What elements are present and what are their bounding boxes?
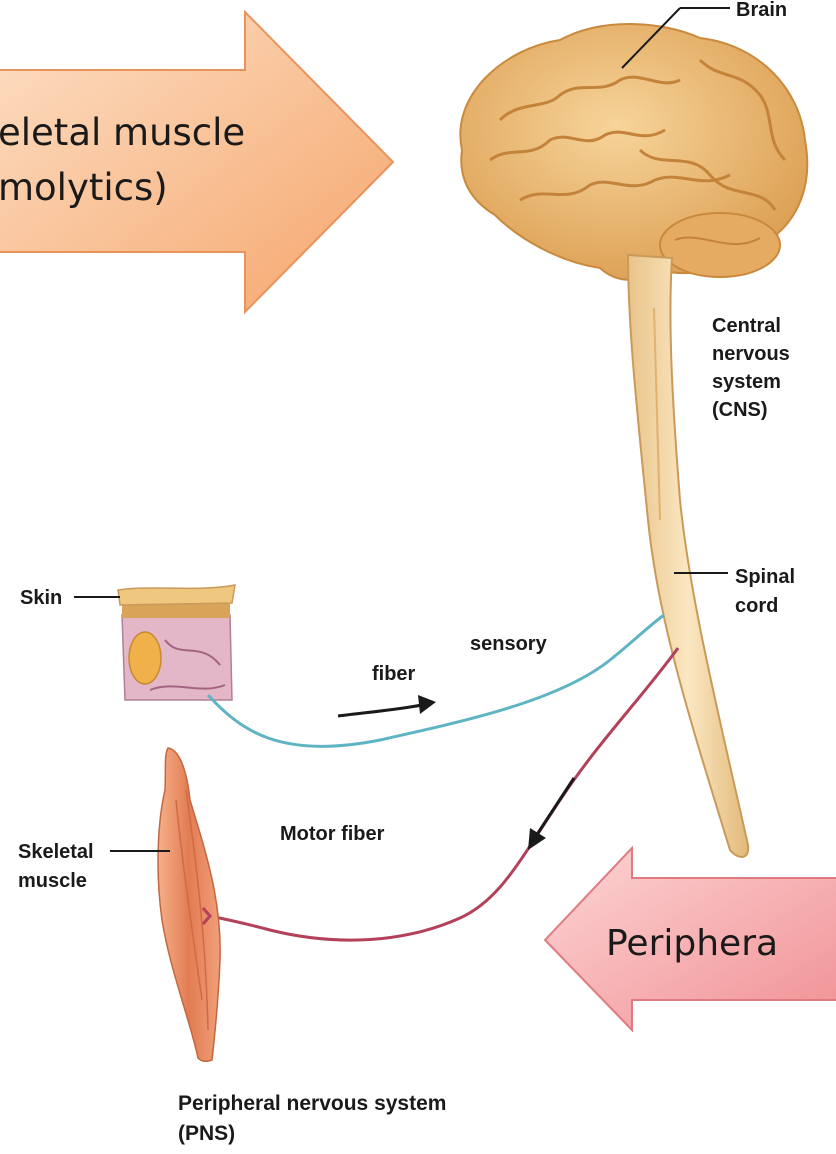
sensory-direction-arrow [338, 695, 436, 716]
cns-label-line2: nervous [712, 343, 790, 365]
cns-label-line4: (CNS) [712, 399, 768, 421]
sensory-label: sensory [470, 633, 548, 655]
motor-direction-arrow [528, 778, 574, 850]
brain-label: Brain [736, 0, 787, 21]
skeletal-muscle-label-line1: Skeletal [18, 841, 94, 863]
pns-label-line1: Peripheral nervous system [178, 1092, 446, 1115]
bottom-arrow-text: Periphera [606, 923, 778, 964]
top-left-arrow: eletal muscle molytics) [0, 12, 393, 312]
skeletal-muscle-label-line2: muscle [18, 870, 87, 892]
skin-illustration [118, 585, 235, 700]
spinal-cord-label-line1: Spinal [735, 566, 795, 588]
skin-label: Skin [20, 587, 62, 609]
cns-label-line3: system [712, 371, 781, 393]
top-arrow-text-line2: molytics) [0, 166, 168, 209]
sensory-fiber [208, 615, 664, 746]
pns-label-line2: (PNS) [178, 1122, 235, 1145]
brain [460, 24, 807, 280]
motor-fiber-label: Motor fiber [280, 823, 385, 845]
cns-label-line1: Central [712, 315, 781, 337]
spinal-cord-label-line2: cord [735, 595, 778, 617]
fiber-label: fiber [372, 663, 416, 685]
bottom-right-arrow: Periphera [545, 848, 836, 1030]
top-arrow-text-line1: eletal muscle [0, 111, 245, 154]
